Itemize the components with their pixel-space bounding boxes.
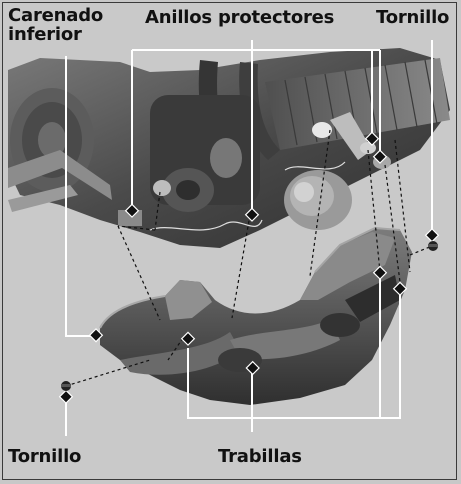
label-carenado-line1: Carenado bbox=[8, 6, 103, 25]
screw-icon bbox=[61, 381, 71, 391]
label-anillos-protectores: Anillos protectores bbox=[145, 8, 334, 27]
label-trabillas: Trabillas bbox=[218, 447, 302, 466]
label-tornillo-top: Tornillo bbox=[376, 8, 449, 27]
screw-icon bbox=[428, 241, 438, 251]
lower-fairing bbox=[100, 228, 412, 405]
engine bbox=[8, 48, 450, 248]
label-tornillo-bottom: Tornillo bbox=[8, 447, 81, 466]
label-carenado-line2: inferior bbox=[8, 25, 103, 44]
label-carenado-inferior: Carenado inferior bbox=[8, 6, 103, 44]
